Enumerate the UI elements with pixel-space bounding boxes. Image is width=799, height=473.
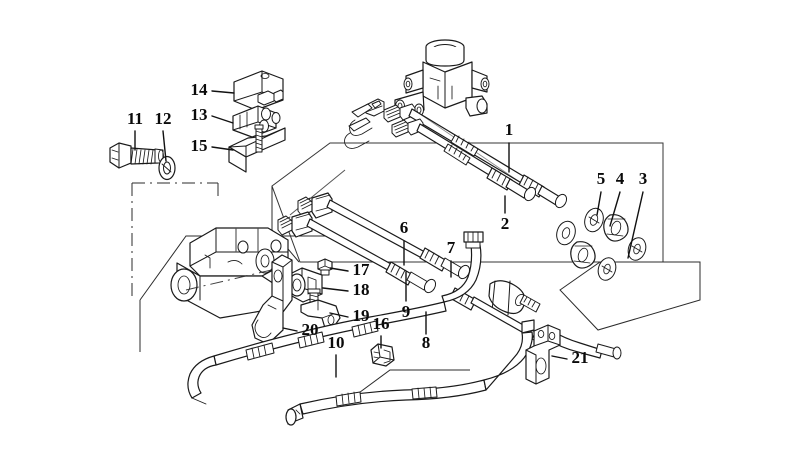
callout-number-14: 14: [191, 80, 209, 99]
callout-number-12: 12: [155, 109, 172, 128]
sealing-ring-12: [158, 155, 176, 181]
callout-number-16: 16: [373, 314, 390, 333]
callout-11: 11: [127, 109, 143, 151]
construction-guides: [131, 142, 701, 399]
callout-1: 1: [505, 120, 514, 173]
callout-number-9: 9: [402, 302, 411, 321]
hose-clamp: [370, 343, 395, 367]
callout-21: 21: [551, 348, 589, 367]
sealing-ring-stack-upper: [584, 207, 647, 261]
callout-9: 9: [402, 271, 411, 321]
mounting-bracket: [525, 324, 561, 385]
callout-leader-19: [329, 312, 349, 318]
callout-4: 4: [609, 169, 625, 227]
callout-number-2: 2: [501, 214, 510, 233]
callout-number-5: 5: [597, 169, 606, 188]
clamp-upper-half: [233, 70, 284, 111]
callout-8: 8: [422, 311, 431, 352]
callout-number-13: 13: [191, 105, 208, 124]
return-hose: [187, 231, 484, 405]
rubber-clamp-insert: [232, 105, 281, 138]
callout-number-10: 10: [328, 333, 345, 352]
callout-10: 10: [328, 333, 345, 378]
callout-number-4: 4: [616, 169, 625, 188]
callout-16: 16: [373, 314, 390, 349]
callout-2: 2: [501, 195, 510, 233]
callout-leader-12: [162, 130, 167, 162]
pipe-holder-bracket: [251, 254, 293, 345]
callout-number-7: 7: [447, 238, 456, 257]
control-valve-block: [394, 39, 490, 117]
callout-19: 19: [329, 306, 370, 325]
callout-13: 13: [191, 105, 234, 124]
callout-leader-18: [322, 287, 349, 292]
callout-5: 5: [596, 169, 606, 216]
steering-gear-box: [170, 227, 289, 319]
suction-hose: [285, 319, 535, 426]
callout-leader-14: [211, 90, 235, 94]
clamp-bracket: [228, 124, 286, 173]
callout-14: 14: [191, 80, 235, 99]
callout-number-19: 19: [353, 306, 370, 325]
callout-12: 12: [155, 109, 172, 162]
callout-leader-20: [282, 327, 298, 332]
pressure-pipe-lower: [391, 118, 537, 202]
callout-3: 3: [627, 169, 648, 259]
callout-number-8: 8: [422, 333, 431, 352]
callout-leader-15: [211, 146, 234, 151]
callout-number-20: 20: [302, 320, 319, 339]
callout-number-11: 11: [127, 109, 143, 128]
callout-17: 17: [329, 260, 371, 279]
callout-6: 6: [400, 218, 409, 266]
callout-leader-21: [551, 355, 568, 360]
callout-15: 15: [191, 136, 234, 155]
callout-leader-5: [596, 191, 602, 216]
hex-nut: [317, 258, 333, 276]
callout-number-6: 6: [400, 218, 409, 237]
callout-number-17: 17: [353, 260, 371, 279]
sealing-ring-stack-lower: [556, 220, 617, 281]
callout-18: 18: [322, 280, 370, 299]
callout-number-21: 21: [572, 348, 589, 367]
middle-pipe-assembly: [277, 192, 555, 350]
callout-20: 20: [282, 320, 319, 339]
callout-number-3: 3: [639, 169, 648, 188]
callout-leader-13: [211, 115, 234, 124]
callout-7: 7: [447, 238, 456, 278]
callout-number-1: 1: [505, 120, 514, 139]
pressure-pipe-upper: [383, 103, 568, 209]
banjo-bolt: [109, 142, 164, 169]
pipe-retainer-clips: [344, 98, 385, 149]
callout-number-18: 18: [353, 280, 370, 299]
callout-leader-4: [609, 191, 621, 227]
callout-leader-17: [329, 267, 349, 272]
callout-number-15: 15: [191, 136, 208, 155]
callout-leader-3: [627, 191, 644, 259]
